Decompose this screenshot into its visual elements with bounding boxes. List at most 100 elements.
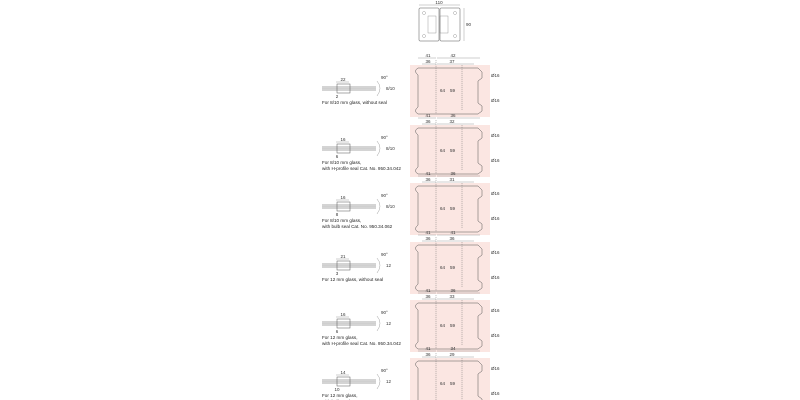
hole-bottom-label: Ø16 <box>491 98 500 103</box>
height-inner-label: 59 <box>450 148 456 153</box>
left-inner-label: 36 <box>425 177 431 182</box>
right-inner-label: 31 <box>449 177 455 182</box>
hinge-section <box>336 201 351 212</box>
right-outer-label: 42 <box>450 53 456 58</box>
hinge-section <box>336 143 351 154</box>
caption-line: with bulb seal Cat. No. 950.34.062 <box>322 224 393 229</box>
pink-background <box>410 358 490 400</box>
hinge-outline <box>415 244 483 292</box>
hole-top-label: Ø16 <box>491 308 500 313</box>
caption-line: For 12 mm glass, <box>322 335 357 340</box>
angle-label: 90° <box>381 193 388 198</box>
pink-background <box>410 300 490 352</box>
offset-label: 3 <box>336 271 339 276</box>
right-inner-label: 32 <box>449 119 455 124</box>
hinge-section <box>336 376 351 387</box>
right-outer-label: 41 <box>450 230 456 235</box>
glass-thickness-label: 8/10 <box>386 146 395 151</box>
gap-label: 22 <box>340 77 346 82</box>
right-outer-label: 34 <box>450 346 456 351</box>
left-outer-label: 41 <box>425 53 431 58</box>
hole-bottom-label: Ø16 <box>491 333 500 338</box>
right-inner-label: 36 <box>449 236 455 241</box>
height-outer-label: 64 <box>440 265 446 270</box>
glass-thickness-label: 12 <box>386 321 392 326</box>
angle-arc <box>376 373 381 390</box>
hole-top-label: Ø16 <box>491 250 500 255</box>
left-inner-label: 36 <box>425 59 431 64</box>
hole-bottom-label: Ø16 <box>491 158 500 163</box>
left-inner-label: 36 <box>425 119 431 124</box>
angle-label: 90° <box>381 135 388 140</box>
angle-label: 90° <box>381 75 388 80</box>
offset-label: 6 <box>336 154 339 159</box>
height-inner-label: 59 <box>450 381 456 386</box>
gap-label: 14 <box>340 370 346 375</box>
hinge-outline <box>415 360 483 400</box>
right-inner-label: 33 <box>449 294 455 299</box>
pink-background <box>410 125 490 177</box>
left-outer-label: 41 <box>425 346 431 351</box>
hole-bottom-label: Ø16 <box>491 391 500 396</box>
glass-thickness-label: 12 <box>386 263 392 268</box>
top-width-label: 110 <box>435 0 443 5</box>
offset-label: 2 <box>336 94 339 99</box>
angle-arc <box>376 257 381 274</box>
angle-arc <box>376 315 381 332</box>
hinge-section <box>336 260 351 271</box>
right-inner-label: 29 <box>449 352 455 357</box>
height-inner-label: 59 <box>450 265 456 270</box>
height-outer-label: 64 <box>440 381 446 386</box>
height-outer-label: 64 <box>440 88 446 93</box>
gap-label: 16 <box>340 312 346 317</box>
angle-label: 90° <box>381 368 388 373</box>
offset-label: 8 <box>336 212 339 217</box>
hinge-outline <box>415 185 483 233</box>
right-outer-label: 36 <box>450 113 456 118</box>
top-height-label: 90 <box>466 22 472 27</box>
hole-bottom-label: Ø16 <box>491 275 500 280</box>
glass-thickness-label: 8/10 <box>386 204 395 209</box>
caption-line: For 8/10 mm glass, without seal <box>322 100 387 105</box>
hinge-outline <box>415 67 483 115</box>
left-outer-label: 41 <box>425 230 431 235</box>
hole-bottom-label: Ø16 <box>491 216 500 221</box>
caption-line: For 12 mm glass, without seal <box>322 277 383 282</box>
hinge-outline <box>415 127 483 175</box>
hinge-section <box>336 83 351 94</box>
hole-top-label: Ø16 <box>491 366 500 371</box>
height-inner-label: 59 <box>450 206 456 211</box>
gap-label: 16 <box>340 137 346 142</box>
glass-thickness-label: 8/10 <box>386 86 395 91</box>
offset-label: 6 <box>336 329 339 334</box>
top-view-hinge: 110 90 <box>418 0 472 42</box>
left-inner-label: 36 <box>425 294 431 299</box>
angle-label: 90° <box>381 252 388 257</box>
angle-label: 90° <box>381 310 388 315</box>
caption-line: For 12 mm glass, <box>322 393 357 398</box>
height-outer-label: 64 <box>440 206 446 211</box>
offset-label: 10 <box>334 387 340 392</box>
gap-label: 16 <box>340 195 346 200</box>
pink-background <box>410 65 490 117</box>
pink-background <box>410 242 490 294</box>
caption-line: with H-profile seal Cat. No. 950.34.042 <box>322 166 401 171</box>
height-inner-label: 59 <box>450 323 456 328</box>
angle-arc <box>376 80 381 97</box>
hole-top-label: Ø16 <box>491 73 500 78</box>
left-outer-label: 41 <box>425 288 431 293</box>
caption-line: For 8/10 mm glass, <box>322 160 361 165</box>
hole-top-label: Ø16 <box>491 191 500 196</box>
hinge-outline <box>415 302 483 350</box>
height-inner-label: 59 <box>450 88 456 93</box>
left-inner-label: 36 <box>425 236 431 241</box>
pink-background <box>410 183 490 235</box>
left-outer-label: 41 <box>425 113 431 118</box>
right-outer-label: 36 <box>450 288 456 293</box>
